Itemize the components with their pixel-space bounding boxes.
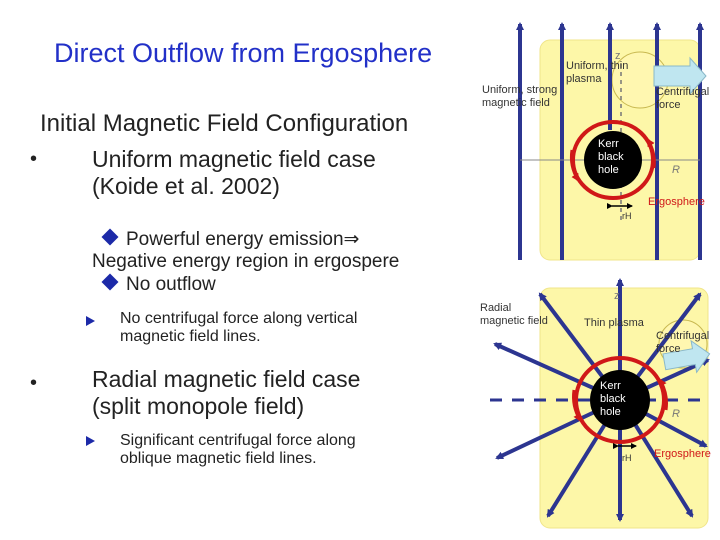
emission-line2: Negative energy region in ergospere bbox=[92, 251, 400, 272]
radial-case-text: Radial magnetic field case (split monopo… bbox=[92, 366, 472, 420]
top-black-hole bbox=[584, 131, 642, 189]
uniform-note-line2: magnetic field lines. bbox=[120, 328, 261, 345]
bottom-label-kerr: Kerr black hole bbox=[600, 380, 626, 418]
bottom-diagram bbox=[490, 278, 711, 529]
uniform-note-line1: No centrifugal force along vertical bbox=[120, 310, 358, 327]
bottom-rotation-arrow bbox=[572, 389, 582, 422]
bottom-centrifugal-arrow-icon bbox=[662, 339, 711, 374]
radial-case-line2: (split monopole field) bbox=[92, 393, 305, 419]
section-heading: Initial Magnetic Field Configuration bbox=[40, 110, 409, 137]
bottom-label-z: z bbox=[614, 290, 620, 302]
radial-case-line1: Radial magnetic field case bbox=[92, 366, 361, 392]
bottom-label-ergosphere: Ergosphere bbox=[654, 448, 711, 460]
top-label-thin-plasma: Uniform, thin plasma bbox=[566, 60, 629, 85]
uniform-case-line1: Uniform magnetic field case bbox=[92, 146, 376, 172]
top-label-ergosphere: Ergosphere bbox=[648, 196, 705, 208]
arrow-bullet-icon bbox=[86, 316, 95, 326]
top-diagram bbox=[516, 22, 707, 261]
bottom-black-hole bbox=[590, 370, 650, 430]
arrow-bullet-icon bbox=[86, 436, 95, 446]
radial-note: Significant centrifugal force along obli… bbox=[120, 432, 440, 468]
emission-line3-wrap: No outflow bbox=[101, 273, 216, 296]
top-centrifugal-arrow-icon bbox=[653, 56, 707, 96]
uniform-case-text: Uniform magnetic field case (Koide et al… bbox=[92, 146, 492, 200]
top-label-rh: rH bbox=[622, 211, 632, 221]
top-label-kerr: Kerr black hole bbox=[598, 138, 624, 176]
bottom-label-thin-plasma: Thin plasma bbox=[584, 317, 644, 329]
radial-note-line2: oblique magnetic field lines. bbox=[120, 450, 317, 467]
bottom-label-radial: Radial magnetic field bbox=[480, 302, 548, 327]
top-label-strong-field: Uniform, strong magnetic field bbox=[482, 84, 558, 109]
top-label-r: R bbox=[672, 164, 680, 176]
emission-line1: Powerful energy emission⇒ bbox=[126, 229, 360, 250]
bottom-label-centrifugal: Centrifugal force bbox=[656, 330, 710, 355]
emission-line1-wrap: Powerful energy emission⇒ bbox=[101, 228, 360, 251]
bottom-label-r: R bbox=[672, 408, 680, 420]
emission-line3: No outflow bbox=[126, 274, 216, 295]
bullet-radial: • bbox=[30, 372, 38, 394]
top-rotation-arrow bbox=[569, 149, 580, 182]
slide-title: Direct Outflow from Ergosphere bbox=[54, 38, 433, 68]
uniform-case-line2: (Koide et al. 2002) bbox=[92, 173, 280, 199]
top-rotation-arrow bbox=[646, 138, 656, 169]
bottom-ergosphere-ring bbox=[574, 356, 666, 444]
top-label-centrifugal: Centrifugal force bbox=[656, 86, 710, 111]
bottom-rotation-arrow bbox=[658, 378, 668, 411]
radial-note-line1: Significant centrifugal force along bbox=[120, 432, 356, 449]
top-label-z: z bbox=[615, 50, 621, 62]
bullet-uniform: • bbox=[30, 148, 38, 170]
bottom-label-rh: rH bbox=[622, 453, 632, 463]
uniform-note: No centrifugal force along vertical magn… bbox=[120, 310, 440, 346]
